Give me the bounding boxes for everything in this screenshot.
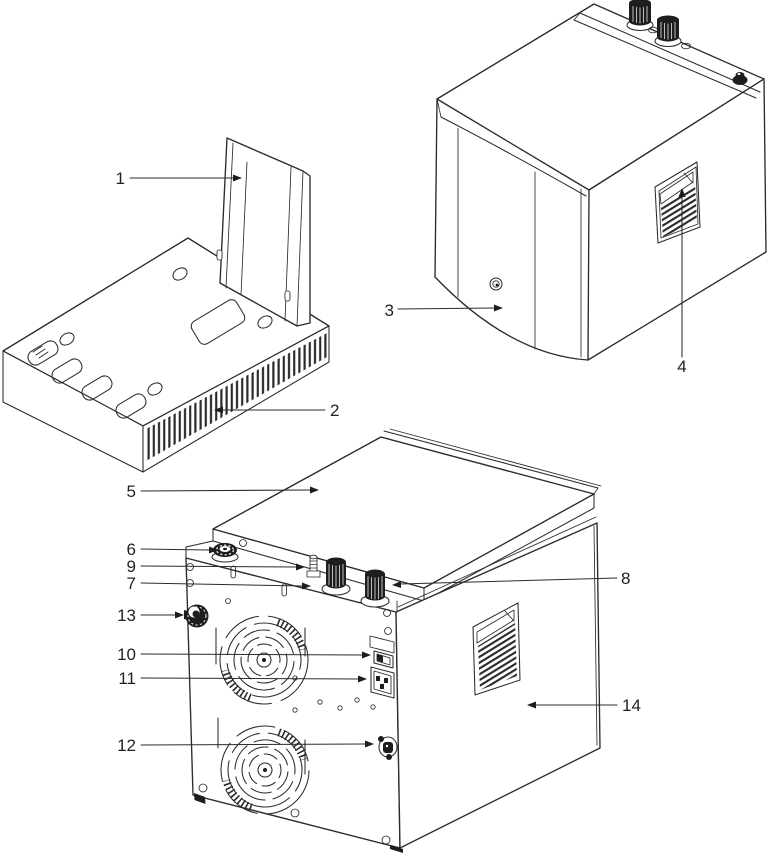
callout-6: 6 [127,540,218,559]
rating-plate [369,635,395,654]
chassis-assembly [184,428,602,853]
panel-screws [198,609,392,845]
callout-4-label: 4 [677,357,686,376]
cooling-fan-upper [219,615,309,705]
callout-5: 5 [127,482,319,501]
callout-11: 11 [118,669,367,688]
callout-8-line [399,577,618,585]
tray-drip-slots [27,340,147,419]
callout-8-label: 8 [621,569,630,588]
panel-tab [216,249,223,261]
callout-4-arrow [678,188,686,197]
relief-valve-screw [306,554,321,578]
callout-12-line [140,743,367,746]
callout-10: 10 [117,645,371,664]
top-fittings [626,0,748,85]
callout-8-arrow [392,581,401,588]
callout-10-label: 10 [117,645,136,664]
connection-knob [321,557,351,596]
din-connector [184,604,209,628]
callout-2: 2 [214,401,339,420]
callout-12-label: 12 [117,736,136,755]
fitting-ferrule [654,15,682,48]
callout-9-label: 9 [127,557,136,576]
vent-handle-recess [476,609,515,644]
callout-7-line [140,582,304,587]
callout-3-arrow [494,304,503,312]
callout-9: 9 [127,557,305,576]
callout-3-line [397,307,496,310]
fitting-oval [648,26,658,34]
callouts: 1 2 3 4 5 6 9 [116,169,687,755]
callout-13-label: 13 [117,606,136,625]
cabinet-door [434,98,589,361]
callout-4: 4 [677,188,687,376]
connection-knob [360,569,390,608]
tray-vent-louvres [146,333,327,461]
vent-louvres [661,184,697,237]
callout-13-arrow [175,611,184,619]
callout-13: 13 [117,606,184,625]
fitting-ferrule [626,0,654,32]
callout-3: 3 [385,301,503,320]
signal-connector [378,736,398,760]
callout-7: 7 [127,574,311,593]
callout-11-label: 11 [118,669,136,688]
vent-cap [211,543,239,563]
callout-11-line [140,677,360,680]
fitting-oval [681,42,691,50]
side-vent [472,602,521,696]
fitting-cap [732,72,748,85]
callout-5-arrow [310,486,319,494]
top-flange [185,516,598,746]
callout-9-line [140,565,298,568]
callout-6-line [140,548,211,551]
callout-6-arrow [209,546,218,554]
power-inlet [370,666,395,699]
callout-7-arrow [302,582,311,590]
cabinet-assembly [434,0,767,361]
tray-holes [59,267,273,396]
callout-8: 8 [392,569,630,588]
fan-mount-marks [215,627,306,775]
callout-14-label: 14 [622,696,641,715]
callout-2-label: 2 [330,401,339,420]
power-switch [373,650,394,669]
panel-tab [284,290,291,302]
callout-1: 1 [116,169,242,188]
callout-3-label: 3 [385,301,394,320]
callout-10-arrow [362,651,371,659]
rear-vent-holes [292,675,376,713]
callout-12-arrow [365,740,374,748]
callout-6-label: 6 [127,540,136,559]
flange-screws [186,539,287,604]
callout-12: 12 [117,736,374,755]
callout-5-line [140,489,312,492]
callout-7-label: 7 [127,574,136,593]
callout-14-arrow [527,701,536,709]
callout-9-arrow [296,563,305,571]
callout-1-arrow [233,174,242,182]
callout-10-line [140,653,364,656]
tray-panel-slot [190,299,246,345]
feet [194,793,403,853]
door-lock [489,277,503,291]
splash-panel [216,137,311,327]
vent-louvres [478,623,517,690]
slot-hatching [32,345,49,359]
callout-11-arrow [358,675,367,683]
vent-handle-recess [659,171,694,205]
callout-2-arrow [214,406,223,414]
top-rail [573,12,761,99]
callout-1-label: 1 [116,169,125,188]
drip-tray-assembly [2,137,330,473]
callout-5-label: 5 [127,482,136,501]
cabinet-side-vent [654,161,701,244]
callout-14: 14 [527,696,641,715]
